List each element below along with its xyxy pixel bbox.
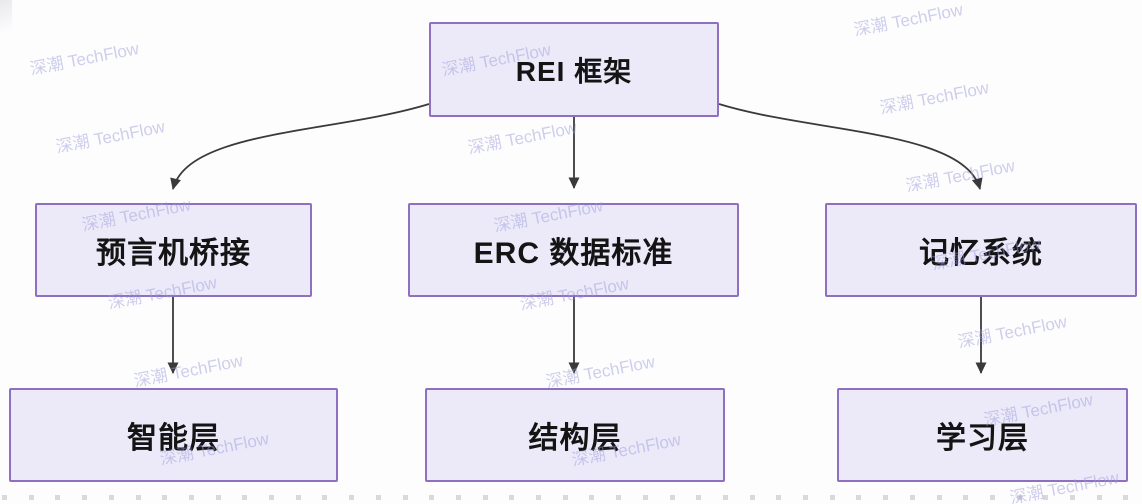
node-memory-system: 记忆系统 [825, 203, 1137, 297]
node-structure-layer: 结构层 [425, 388, 725, 482]
edge-dot [1043, 495, 1049, 500]
edge-dot [322, 495, 328, 500]
edge-dot [616, 495, 622, 500]
edge-dot [402, 495, 408, 500]
edge-dot [349, 495, 355, 500]
edge-dot [963, 495, 969, 500]
edge-dot [135, 495, 141, 500]
edge-dot [989, 495, 995, 500]
edge-dot [536, 495, 541, 500]
edge-dot [696, 495, 702, 500]
edge-dot [242, 495, 248, 500]
edge-dot [749, 495, 755, 500]
edge-dot [162, 495, 168, 500]
edge-dot [589, 495, 595, 500]
edge-dot [269, 495, 274, 500]
edge-dot [1070, 495, 1075, 500]
edge-dot [429, 495, 435, 500]
node-intelligence-layer: 智能层 [9, 388, 338, 482]
edge-dot [1016, 495, 1022, 500]
edge-dot [1096, 495, 1102, 500]
edge-dot [2, 495, 7, 500]
edge-dot [215, 495, 221, 500]
node-label: ERC 数据标准 [473, 237, 674, 270]
edge-dot [883, 495, 889, 500]
edge-dot [1123, 495, 1129, 500]
node-label: 学习层 [936, 422, 1029, 455]
edge-dot [482, 495, 488, 500]
node-label: 预言机桥接 [96, 237, 251, 270]
node-erc-data-standard: ERC 数据标准 [408, 203, 739, 297]
edge-dot [776, 495, 782, 500]
node-label: REI 框架 [515, 55, 633, 87]
edge-dot [803, 495, 808, 500]
node-label: 结构层 [528, 422, 622, 455]
edge-root-to-oracle-bridge [170, 103, 430, 190]
edge-dot [28, 495, 34, 500]
edge-dot [856, 495, 862, 500]
edge-dot [829, 495, 835, 500]
edge-dot [722, 495, 728, 500]
edge-dot [82, 495, 88, 500]
edge-dot [669, 495, 675, 500]
corner-shade [0, 0, 12, 40]
edge-dot [909, 495, 915, 500]
edge-dot [509, 495, 515, 500]
node-label: 智能层 [127, 422, 220, 455]
edge-dot [295, 495, 301, 500]
edge-dot [55, 495, 61, 500]
node-label: 记忆系统 [919, 237, 1043, 270]
node-rei-framework: REI 框架 [429, 22, 719, 117]
edge-dot [455, 495, 461, 500]
edge-dot [188, 495, 194, 500]
edge-dot [562, 495, 568, 500]
node-oracle-bridge: 预言机桥接 [35, 203, 312, 297]
edge-dot [936, 495, 942, 500]
edge-dot [642, 495, 648, 500]
edge-dot [108, 495, 114, 500]
node-learning-layer: 学习层 [837, 388, 1128, 482]
edge-dot [375, 495, 381, 500]
edge-root-to-memory-system [718, 103, 983, 190]
